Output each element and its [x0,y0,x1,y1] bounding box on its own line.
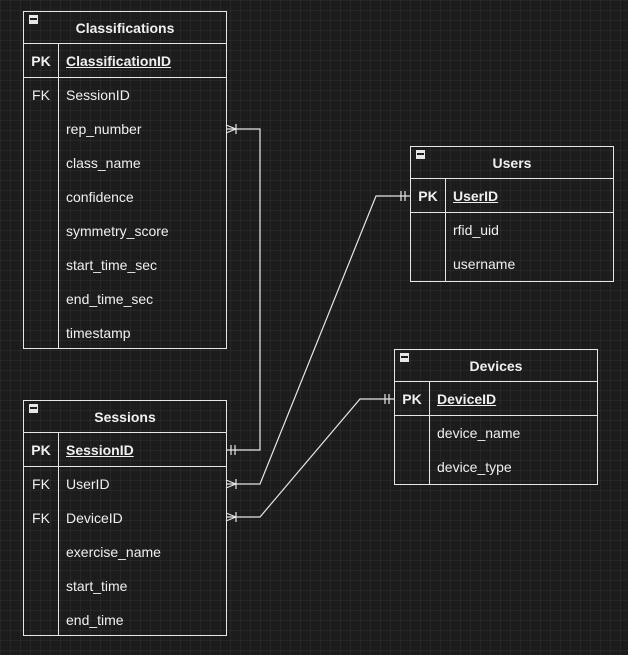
table-title: Devices [469,357,523,374]
field-name: end_time [66,612,124,628]
crowsfoot-many-sessions-userid [225,479,237,489]
link-sessions-users [226,195,411,485]
link-classifications-sessions [226,128,261,451]
pk-row[interactable]: PK DeviceID [395,382,597,416]
field-row[interactable]: end_time_sec [24,282,226,316]
collapse-icon[interactable] [29,15,38,24]
pk-label: PK [31,441,51,458]
collapse-icon[interactable] [400,353,409,362]
crowsfoot-many-classifications [225,124,237,134]
table-title: Sessions [94,408,156,425]
field-row[interactable]: start_time [24,569,226,603]
field-name: device_name [437,425,521,441]
table-devices[interactable]: Devices PK DeviceID device_name device_t… [394,349,598,485]
link-sessions-devices [226,398,395,518]
table-header[interactable]: Classifications [24,12,226,44]
field-row[interactable]: start_time_sec [24,248,226,282]
pk-label: PK [31,52,51,69]
key-column-divider [58,44,59,348]
field-row[interactable]: device_type [395,450,597,484]
field-name: SessionID [66,87,130,103]
field-name: exercise_name [66,544,161,560]
collapse-icon[interactable] [416,150,425,159]
field-name: device_type [437,459,512,475]
field-name: SessionID [66,441,134,458]
field-row[interactable]: timestamp [24,316,226,350]
one-mark-devices-pk [384,394,390,404]
field-name: DeviceID [437,390,497,407]
pk-label: PK [418,187,438,204]
table-users[interactable]: Users PK UserID rfid_uid username [410,146,614,282]
field-name: UserID [453,187,499,204]
field-row[interactable]: FK SessionID [24,78,226,112]
key-column-divider [58,433,59,635]
field-name: start_time [66,578,128,594]
pk-label: PK [402,390,422,407]
table-title: Users [492,154,532,171]
field-name: username [453,256,516,272]
field-name: rfid_uid [453,222,499,238]
field-row[interactable]: symmetry_score [24,214,226,248]
field-name: end_time_sec [66,291,154,307]
pk-row[interactable]: PK SessionID [24,433,226,467]
field-row[interactable]: FK UserID [24,467,226,501]
pk-row[interactable]: PK ClassificationID [24,44,226,78]
field-name: DeviceID [66,510,123,526]
pk-row[interactable]: PK UserID [411,179,613,213]
field-row[interactable]: FK DeviceID [24,501,226,535]
field-name: symmetry_score [66,223,169,239]
fk-label: FK [32,476,50,492]
field-row[interactable]: end_time [24,603,226,637]
table-title: Classifications [75,19,175,36]
one-mark-users-pk [400,191,406,201]
field-name: confidence [66,189,134,205]
table-header[interactable]: Sessions [24,401,226,433]
table-header[interactable]: Devices [395,350,597,382]
field-row[interactable]: username [411,247,613,281]
field-name: class_name [66,155,141,171]
table-header[interactable]: Users [411,147,613,179]
table-classifications[interactable]: Classifications PK ClassificationID FK S… [23,11,227,349]
fk-label: FK [32,510,50,526]
table-sessions[interactable]: Sessions PK SessionID FK UserID FK Devic… [23,400,227,636]
collapse-icon[interactable] [29,404,38,413]
key-column-divider [429,382,430,484]
one-mark-sessions-pk [230,445,236,455]
field-name: rep_number [66,121,142,137]
crowsfoot-many-sessions-deviceid [225,512,237,522]
key-column-divider [445,179,446,281]
field-row[interactable]: exercise_name [24,535,226,569]
field-row[interactable]: device_name [395,416,597,450]
field-row[interactable]: class_name [24,146,226,180]
field-row[interactable]: confidence [24,180,226,214]
field-row[interactable]: rfid_uid [411,213,613,247]
field-name: start_time_sec [66,257,158,273]
field-row[interactable]: rep_number [24,112,226,146]
fk-label: FK [32,87,50,103]
field-name: timestamp [66,325,131,341]
field-name: UserID [66,476,110,492]
field-name: ClassificationID [66,52,172,69]
